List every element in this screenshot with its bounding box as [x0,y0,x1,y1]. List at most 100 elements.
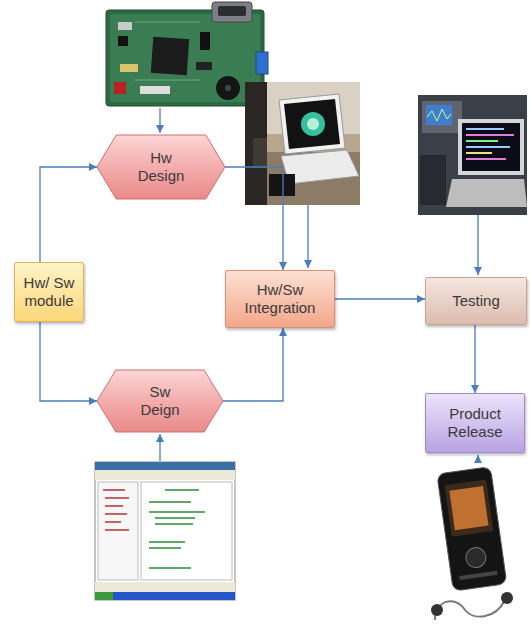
testing-photo-part [446,179,527,207]
testing-photo-part [466,134,514,136]
circuit-board-photo-part [200,32,210,50]
ide-screenshot-part [141,482,232,580]
flow-arrow [474,325,475,393]
circuit-board-photo-part [118,22,132,30]
flow-arrow [40,167,97,262]
circuit-board-photo-part [196,62,212,70]
testing-photo-part [420,155,446,205]
node-label: Product Release [432,405,518,440]
ide-screenshot-part [103,489,125,491]
node-label: Hw Design [133,149,189,184]
circuit-board-photo-part [218,6,246,16]
ide-screenshot-part [95,462,235,470]
testing-photo-part [466,128,504,130]
phone-photo-part [501,592,513,604]
ide-screenshot-part [98,482,138,580]
flow-arrow [335,298,425,299]
phone-photo-part [435,600,505,620]
node-label: Sw Deign [134,383,186,418]
integration-photo-part [245,82,360,205]
testing-photo-part [462,123,520,171]
testing-photo-part [427,109,451,121]
testing-photo-part [466,152,492,154]
phone-photo [415,460,527,625]
node-label: Hw/ Sw module [21,274,77,309]
ide-screenshot-part [165,489,199,491]
flow-arrow [223,328,283,401]
circuit-board-photo [100,2,270,108]
ide-screenshot-part [149,547,181,549]
process-box: Testing [425,277,527,325]
integration-photo-part [279,94,345,154]
flow-arrow [225,167,283,270]
release-box: Product Release [425,393,525,453]
ide-screenshot [95,462,235,600]
integration-photo-part [245,82,267,205]
image-pointer [477,215,478,275]
ide-screenshot-part [149,567,191,569]
ide-screenshot-part [95,582,235,592]
integration-photo-part [307,118,319,130]
process-box: Hw/Sw Integration [225,270,335,328]
ide-screenshot-part [95,470,235,480]
circuit-board-photo-part [212,2,252,22]
circuit-board-photo-part [110,14,260,102]
testing-photo-part [418,95,527,215]
image-pointer [159,434,160,461]
ide-screenshot-part [155,523,193,525]
phone-photo-part-part [449,486,488,530]
image-pointer [159,108,160,133]
testing-photo-part [458,119,524,175]
circuit-board-photo-part [256,52,268,74]
ide-screenshot-part [105,505,123,507]
circuit-board-photo-part [100,2,270,108]
phone-photo-part-part [445,479,494,536]
ide-screenshot-part [105,529,129,531]
circuit-board-photo-part [151,37,189,75]
ide-screenshot-part [95,592,235,600]
phone-photo-part [415,460,527,625]
integration-photo-part [253,138,267,168]
process-hexagon: Hw Design [97,135,225,199]
circuit-board-photo-part [135,80,200,81]
node-label: Hw/Sw Integration [232,281,328,316]
phone-photo-part-part [459,571,497,580]
node-label: Testing [452,292,500,310]
phone-photo-part [431,604,443,616]
circuit-board-photo-part [225,85,231,91]
ide-screenshot-part [155,517,195,519]
integration-photo-part [284,99,340,149]
ide-screenshot-part [95,592,113,600]
ide-screenshot-part [149,541,185,543]
process-hexagon: Sw Deign [97,370,223,432]
image-pointer [477,455,478,462]
circuit-board-photo-part [120,64,138,72]
phone-photo-part-part [465,546,488,569]
flow-arrow [40,322,97,401]
ide-screenshot-part [105,521,121,523]
ide-screenshot-part [149,501,191,503]
image-pointer [307,205,308,268]
circuit-board-photo-part [118,36,128,46]
integration-photo-part [269,174,295,196]
hexagon-outline [97,135,225,199]
ide-screenshot-part [105,497,129,499]
circuit-board-photo-part [140,86,170,94]
ide-screenshot-part [105,513,127,515]
circuit-board-photo-part [114,82,126,94]
testing-photo-part [466,158,506,160]
testing-photo-part [426,105,452,125]
testing-photo-part [466,146,510,148]
circuit-board-photo-part [135,22,200,23]
testing-photo-part [466,140,498,142]
testing-photo-part [422,101,462,133]
phone-photo-part [437,467,507,591]
ide-screenshot-part [95,462,235,600]
testing-photo [418,95,527,215]
integration-photo-part [301,112,325,136]
circuit-board-photo-part [216,76,240,100]
phone-photo-part-part [437,467,507,591]
module-box: Hw/ Sw module [14,262,84,322]
ide-screenshot-part [149,511,205,513]
